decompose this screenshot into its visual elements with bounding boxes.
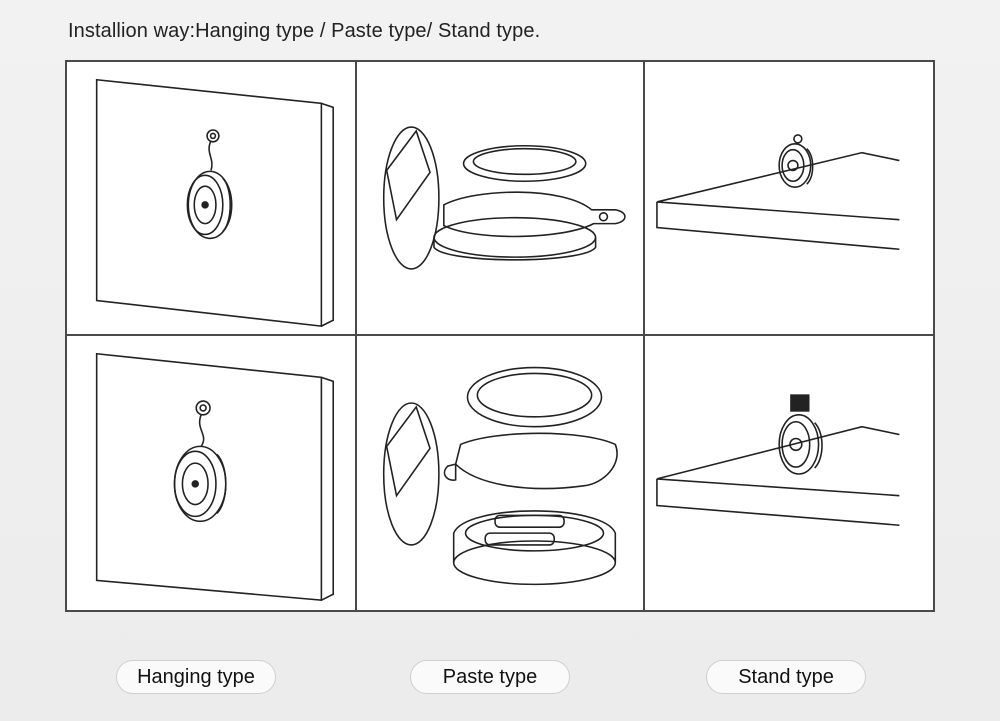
stand-type-figure-bottom <box>643 334 935 612</box>
hanging-type-figure-top <box>65 60 357 336</box>
label-hanging-type: Hanging type <box>116 660 276 694</box>
stand-type-figure-top <box>643 60 935 336</box>
stand-mount-icon <box>656 394 900 527</box>
label-stand-type: Stand type <box>706 660 866 694</box>
paste-type-figure-top <box>355 60 645 336</box>
paste-type-figure-bottom <box>355 334 645 612</box>
hanging-mount-icon <box>95 78 334 327</box>
stand-mount-icon <box>656 134 900 251</box>
battery-compartment-icon <box>382 366 618 586</box>
page-title: Installion way:Hanging type / Paste type… <box>68 20 541 42</box>
paste-mount-icon <box>382 126 626 270</box>
installation-grid <box>65 60 935 612</box>
label-paste-type: Paste type <box>410 660 570 694</box>
hanging-type-figure-bottom <box>65 334 357 612</box>
hanging-mount-icon <box>95 352 335 602</box>
